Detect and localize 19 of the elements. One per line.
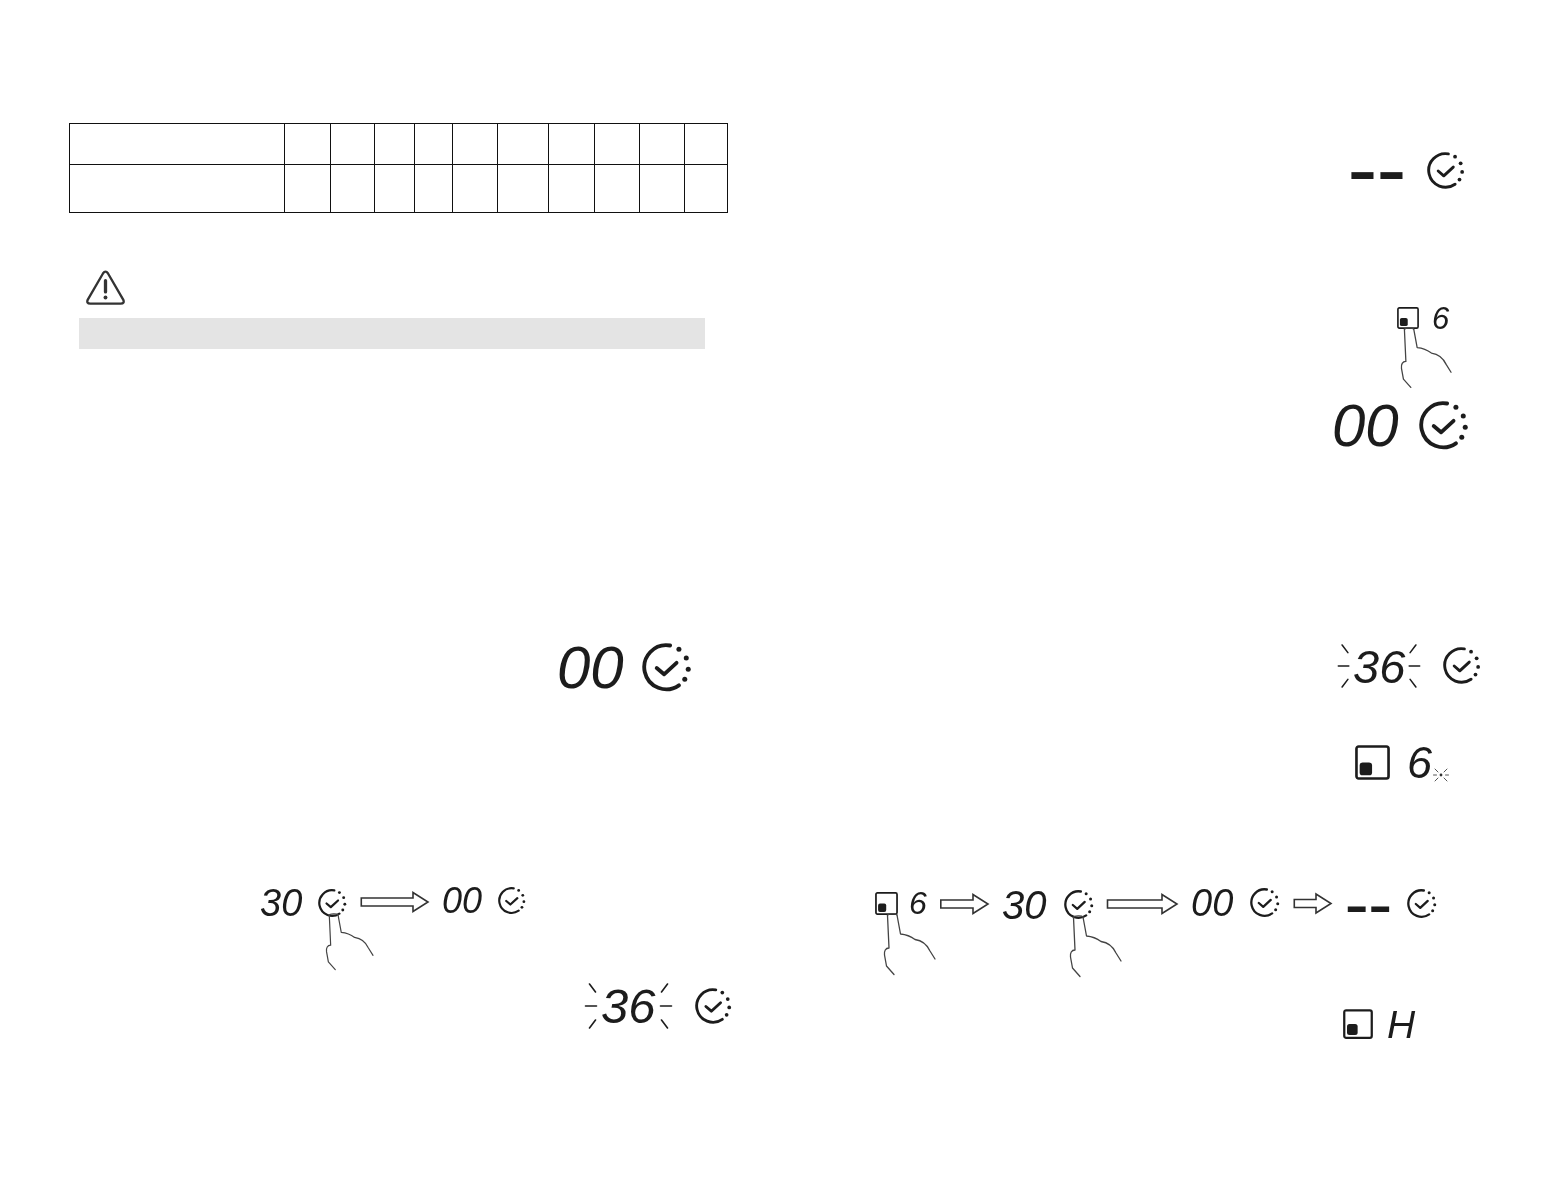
display-readout: 36 <box>1353 642 1406 690</box>
display-readout: 6 <box>1407 739 1433 785</box>
display-readout: 30 <box>260 884 303 922</box>
display-readout: -- <box>1348 142 1406 200</box>
display-readout: 36 <box>601 981 656 1031</box>
display-readout: 6 <box>1432 302 1450 334</box>
display-readout: 6 <box>909 887 927 919</box>
hollow-arrow <box>1106 893 1179 915</box>
display-readout: H <box>1387 1004 1416 1044</box>
display-readout: 30 <box>1002 885 1047 925</box>
hollow-arrow <box>360 891 430 913</box>
display-readout: 00 <box>1191 884 1234 922</box>
display-readout: -- <box>1345 880 1392 928</box>
shaded-bar <box>79 318 705 349</box>
display-readout: 00 <box>1332 396 1399 456</box>
display-readout: 00 <box>442 883 483 919</box>
hollow-arrow <box>940 893 990 915</box>
display-readout: 00 <box>557 638 624 698</box>
hollow-arrow <box>1293 892 1333 915</box>
